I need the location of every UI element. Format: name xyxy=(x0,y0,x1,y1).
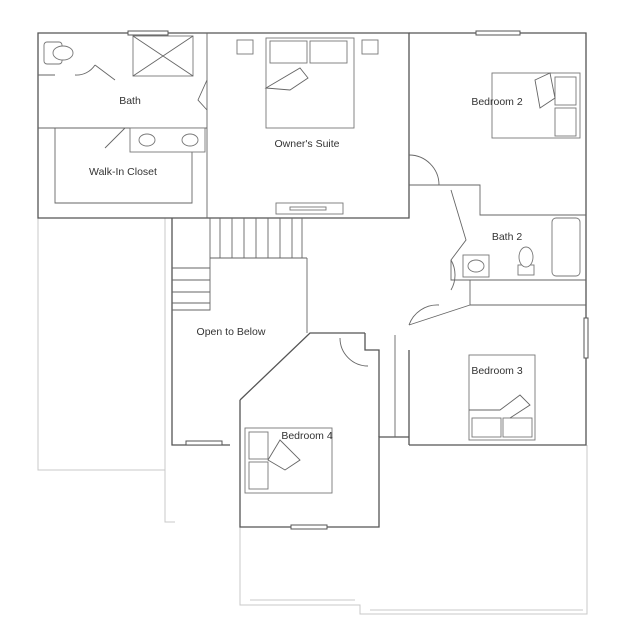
bedroom-3-furniture xyxy=(468,354,536,441)
label-bedroom-4: Bedroom 4 xyxy=(281,430,333,442)
room-labels: Bath Walk-In Closet Owner's Suite Bedroo… xyxy=(89,95,523,442)
bath-2-fixtures xyxy=(462,217,581,278)
label-bedroom-3: Bedroom 3 xyxy=(471,365,523,377)
label-owners-suite: Owner's Suite xyxy=(274,138,339,150)
bedroom-2-furniture xyxy=(491,72,581,139)
stairs xyxy=(172,218,303,304)
owners-suite-furniture xyxy=(236,37,379,215)
label-open-to-below: Open to Below xyxy=(197,326,266,338)
label-bath: Bath xyxy=(119,95,141,107)
label-bedroom-2: Bedroom 2 xyxy=(471,96,523,108)
label-bath-2: Bath 2 xyxy=(492,231,523,243)
bedroom-4-furniture xyxy=(244,427,333,494)
owners-bath-fixtures xyxy=(43,35,206,153)
label-walk-in-closet: Walk-In Closet xyxy=(89,166,157,178)
lower-floor-outline xyxy=(37,218,588,615)
windows xyxy=(127,30,589,530)
door-swings xyxy=(74,64,456,367)
